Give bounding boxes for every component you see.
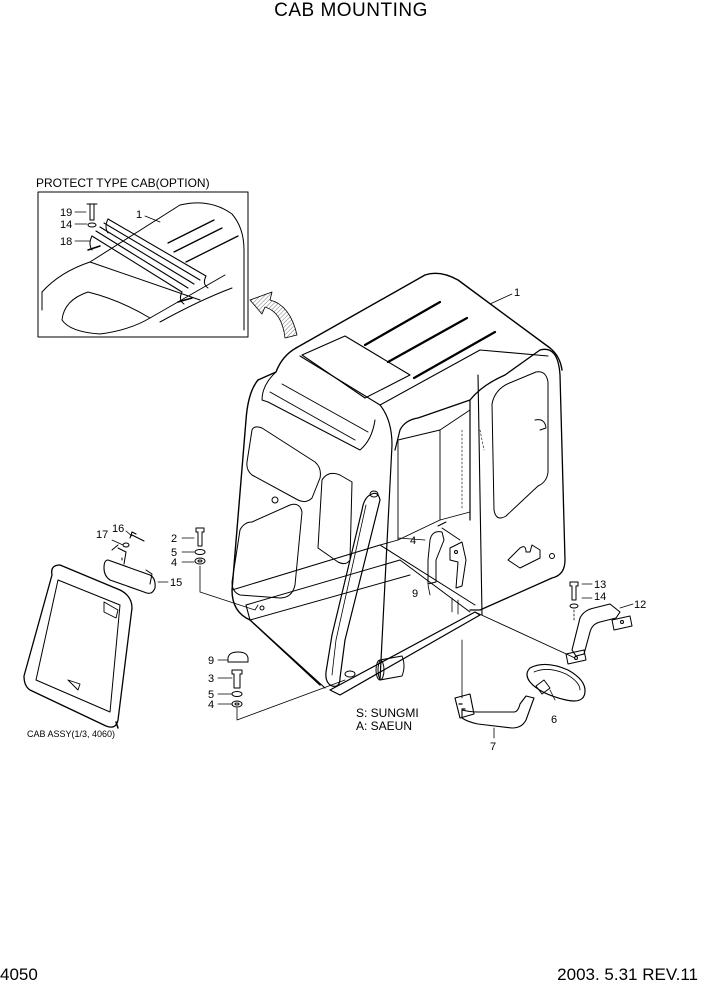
cab-front-left-pillar [231,379,321,686]
callout-12: 12 [634,599,646,611]
maker-note-line-1: S: SUNGMI [356,706,419,720]
inset-washer-14 [87,222,97,228]
cab-roof-front-edge [299,349,549,406]
mirror-stay-7 [461,695,535,729]
inset-frame [37,191,249,338]
callout-18-inset: 18 [60,236,72,248]
callout-4-lower: 4 [208,699,214,711]
callout-16: 16 [112,523,124,535]
callout-3: 3 [208,673,214,685]
callout-7: 7 [490,741,496,753]
cab-roof-outline [295,272,563,371]
arrow-icon [249,291,298,339]
cab-roof-hatch [301,335,411,399]
callout-14-inset: 14 [60,219,72,231]
callout-17: 17 [96,529,108,541]
callout-11: 4 [410,535,416,547]
callout-2: 2 [171,533,177,545]
cab-door-outer [23,564,133,728]
cab-roof-slots [363,300,497,380]
bolt-set-upper: 2 5 4 [171,527,259,611]
protect-cab-inset: 19 14 18 1 [37,191,249,338]
inset-roof-line [89,261,201,301]
cab-door-inner [35,579,121,713]
callout-14: 14 [594,591,606,603]
callout-10: 9 [412,588,418,600]
revision-date: 2003. 5.31 REV.11 [557,965,698,984]
mirror-bracket [535,679,551,695]
cab-front-upper-window [246,426,321,503]
washer-14 [569,603,579,609]
callout-5-lower: 5 [208,689,214,701]
callout-1: 1 [514,287,520,299]
lever-body [427,531,445,585]
cab-handrail [325,492,381,687]
cab-assy-reference: CAB ASSY(1/3, 4060) [27,729,116,739]
inset-roof-outline [41,202,245,331]
callout-9: 9 [208,655,214,667]
inset-title: PROTECT TYPE CAB(OPTION) [36,176,210,190]
cab-door-assembly: 16 17 15 [23,523,182,729]
inset-leader-lines [74,211,161,242]
cab-interior-wall [397,429,441,541]
inset-roof-edge [149,274,233,323]
handrail-bottom-mount [344,670,356,678]
handrail-top-mount [369,490,379,498]
cab-front-top-window [261,371,376,451]
callout-19-inset: 19 [60,207,72,219]
cap-9 [227,651,249,663]
washer-5 [194,549,206,555]
bolt-2 [195,527,205,547]
stay-mount-block [454,693,475,719]
maker-note-line-2: A: SAEUN [356,719,413,733]
callout-5-upper: 5 [171,547,177,559]
maker-note: S: SUNGMI A: SAEUN [356,707,419,733]
inset-roof-slots [167,219,239,263]
bolt-13 [569,581,579,601]
rear-handle-assembly: 13 14 12 [565,579,646,665]
cab-bottom-rail [329,611,481,696]
mirror-assembly: 6 7 [454,639,586,753]
cab-front-right-window [317,472,353,565]
inset-roof-guard [87,218,209,305]
page-number: 4050 [0,965,38,984]
cab-door-frame [379,399,471,681]
cab-right-side-wall [469,348,566,611]
callout-6: 6 [551,714,557,726]
inset-windshield [61,291,151,335]
callout-1-inset: 1 [136,209,142,221]
washer-4 [194,557,206,565]
handle-12 [571,603,621,657]
callout-1-leader [489,293,513,305]
washer-4-lower [231,700,243,708]
bolt-16 [129,531,145,542]
mount-hole [271,496,279,504]
washer-5-lower [231,691,243,697]
bolt-set-lower: 9 3 5 4 [208,651,346,721]
lever-bracket [449,541,467,589]
page-title: CAB MOUNTING [274,0,428,21]
cab-rear-side-window [491,371,549,519]
bolt-3 [231,669,243,689]
wiper-lever-assembly: 4 9 [397,521,467,600]
handle-15 [103,559,156,594]
cab-front-lower-window [231,503,303,599]
inset-bolt-19 [86,203,98,221]
mirror-6 [526,663,586,702]
cab-side-latch [507,544,541,569]
callout-13: 13 [594,579,606,591]
cab-body [231,272,576,696]
washer-17 [122,542,130,548]
callout-15: 15 [170,577,182,589]
callout-4-upper: 4 [171,557,177,569]
cab-floor-mount [377,655,405,681]
